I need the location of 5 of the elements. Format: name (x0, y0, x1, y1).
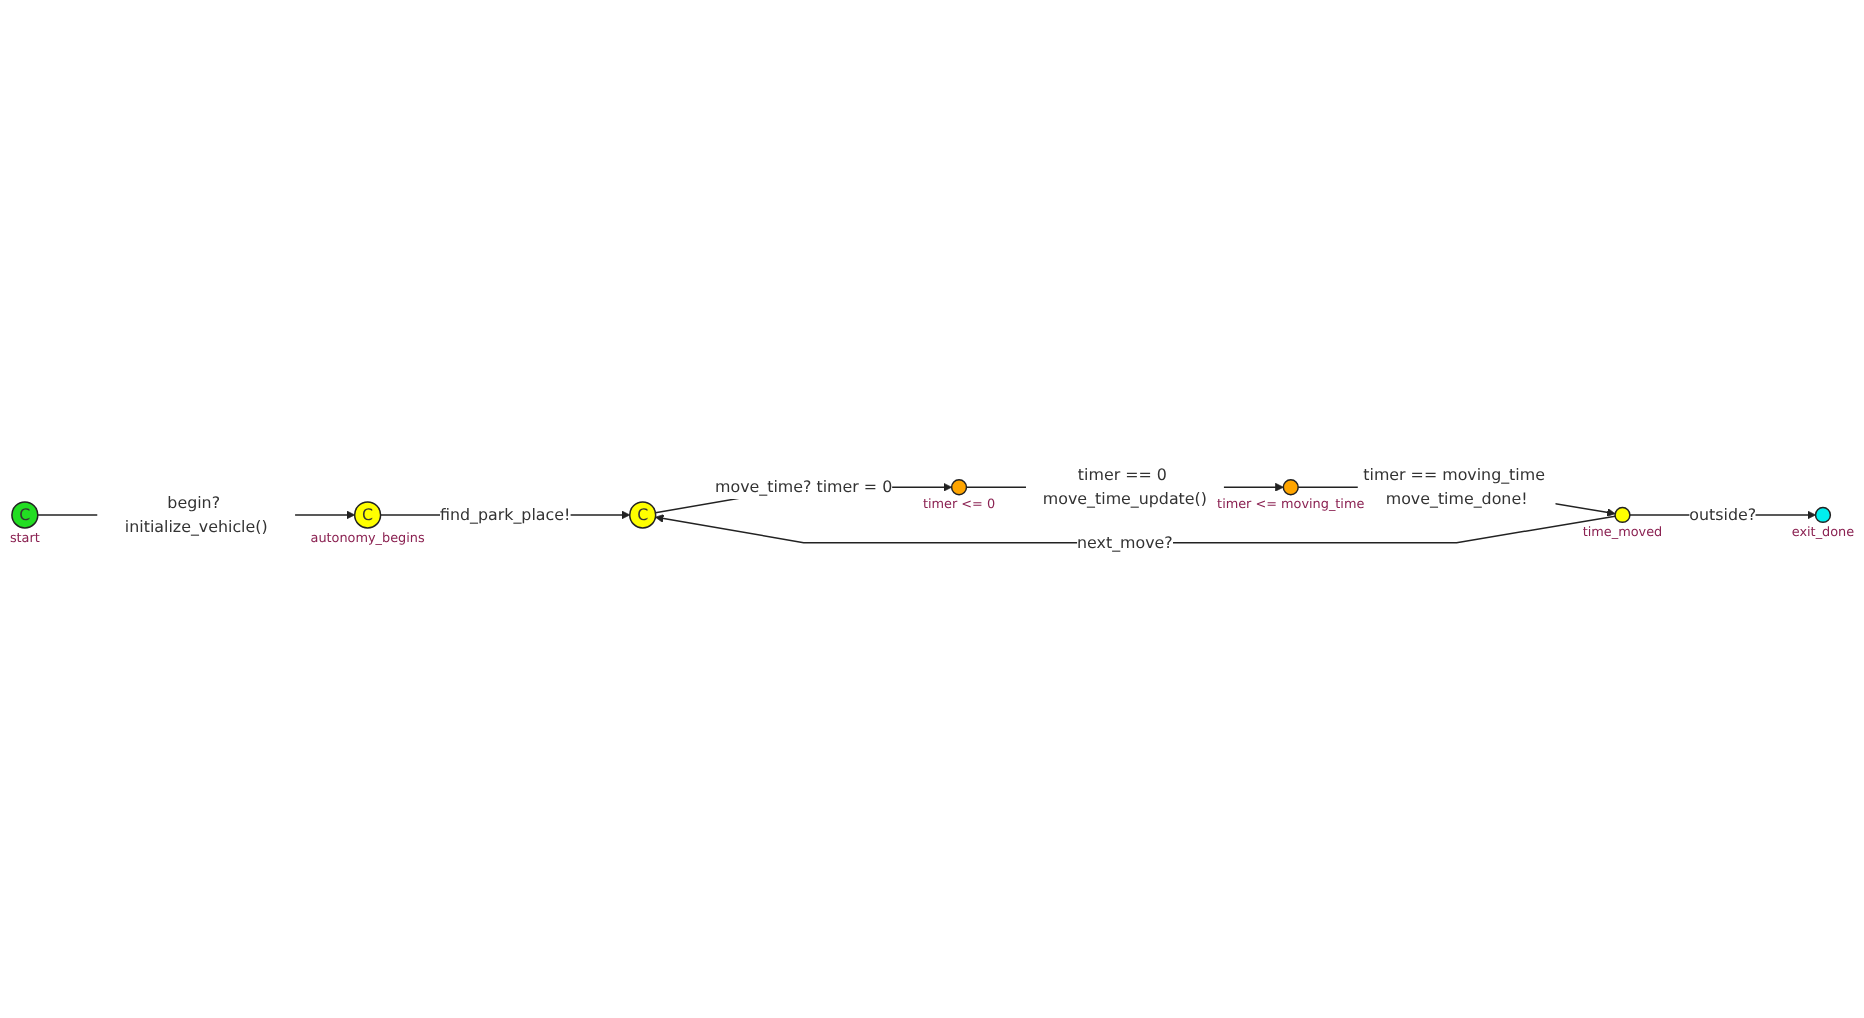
arrow (655, 514, 1616, 544)
node-circle (1282, 479, 1299, 496)
node-circle (1614, 506, 1631, 524)
node-circle (950, 479, 968, 496)
node-circle (1814, 506, 1832, 524)
